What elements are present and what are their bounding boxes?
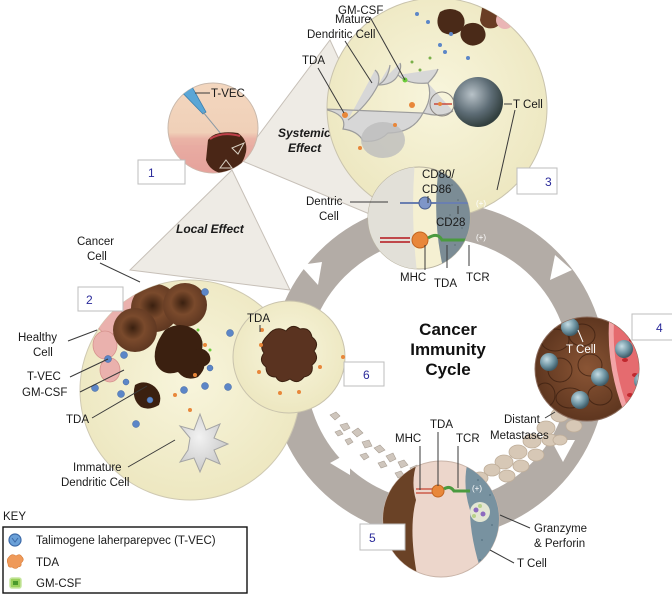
plus-signal-1: (+) xyxy=(476,199,486,208)
legend-item-tvec: Talimogene laherparepvec (T-VEC) xyxy=(8,533,216,547)
tda-fragment-icon xyxy=(6,554,24,569)
step-number-5: 5 xyxy=(369,531,376,545)
ring-arrow-top-left xyxy=(300,262,322,285)
label-tda-5: TDA xyxy=(430,419,453,431)
label-healthy: Healthy xyxy=(18,332,57,344)
tda-antigen-icon xyxy=(411,231,429,249)
cycle-title-line-3: Cycle xyxy=(425,360,470,379)
ring-arrow-top-right xyxy=(550,255,572,280)
label-mhc-3: MHC xyxy=(400,272,426,284)
granzyme-perforin-icon xyxy=(470,502,490,522)
label-metastases: Metastases xyxy=(490,430,549,442)
legend-label-gmcsf: GM-CSF xyxy=(36,578,81,590)
step-3-systemic-circle: 3 xyxy=(326,0,558,219)
step-number-4: 4 xyxy=(656,321,663,335)
step-5-killing-circle: (+) 5 xyxy=(359,460,500,578)
tda-antigen-icon xyxy=(431,484,445,498)
cycle-title-line-2: Immunity xyxy=(410,340,486,359)
label-gmcsf-top: GM-CSF xyxy=(338,5,383,17)
step-number-3: 3 xyxy=(545,175,552,189)
step-6-tumour-circle: TDA 6 xyxy=(232,300,385,414)
legend-item-tda: TDA xyxy=(6,554,59,569)
label-mhc-5: MHC xyxy=(395,433,421,445)
label-distant: Distant xyxy=(504,414,541,426)
ring-arrow-bottom-left xyxy=(330,452,350,475)
label-cd28: CD28 xyxy=(436,217,465,229)
label-tcell-4: T Cell xyxy=(566,344,596,356)
legend-label-tvec: Talimogene laherparepvec (T-VEC) xyxy=(36,535,216,547)
label-cd86: CD86 xyxy=(422,184,451,196)
ring-arrow-right xyxy=(551,440,575,462)
legend-item-gmcsf: GM-CSF xyxy=(9,577,81,590)
label-tcr-5: TCR xyxy=(456,433,480,445)
label-immature-dendritic-cell: Dendritic Cell xyxy=(61,477,129,489)
dead-tumour-icon xyxy=(260,325,318,383)
legend: KEY Talimogene laherparepvec (T-VEC) TDA… xyxy=(2,511,248,594)
plus-signal-5: (+) xyxy=(472,484,482,493)
label-tda-3: TDA xyxy=(434,278,457,290)
tda-particles xyxy=(342,102,442,150)
plus-signal-2: (+) xyxy=(476,233,486,242)
label-tcell-top: T Cell xyxy=(513,99,543,111)
label-granzyme: Granzyme xyxy=(534,523,587,535)
label-tcell-5: T Cell xyxy=(517,558,547,570)
label-dendritic-cell: Dendritic Cell xyxy=(307,29,375,41)
label-tda-top: TDA xyxy=(302,55,325,67)
step-number-6: 6 xyxy=(363,368,370,382)
label-cd80: CD80/ xyxy=(422,169,455,181)
label-dentric-cell: Cell xyxy=(319,211,339,223)
step-4-metastases-circle: T Cell 4 xyxy=(534,313,672,422)
label-cancer-cell: Cell xyxy=(87,251,107,263)
label-immature: Immature xyxy=(73,462,122,474)
label-cancer: Cancer xyxy=(77,236,114,248)
mature-dendritic-cell-icon xyxy=(327,62,454,142)
step-number-1: 1 xyxy=(148,166,155,180)
label-tvec-injection: T-VEC xyxy=(211,88,245,100)
lysing-tumour-icon xyxy=(133,325,211,409)
label-gmcsf-2: GM-CSF xyxy=(22,387,67,399)
label-tda-6: TDA xyxy=(247,313,270,325)
label-dentric: Dentric xyxy=(306,196,343,208)
step-number-2: 2 xyxy=(86,293,93,307)
label-mature: Mature xyxy=(335,14,371,26)
t-cell-icon xyxy=(453,77,503,127)
label-perforin: & Perforin xyxy=(534,538,585,550)
step-1-injection: T-VEC 1 xyxy=(137,82,259,185)
t-cell-icon xyxy=(561,318,579,336)
virus-particle-icon xyxy=(8,533,22,547)
cycle-title-line-1: Cancer xyxy=(419,320,477,339)
local-effect-label: Local Effect xyxy=(176,222,245,236)
immature-dendritic-cell-icon xyxy=(178,412,230,474)
label-tcr-3: TCR xyxy=(466,272,490,284)
systemic-effect-label-2: Effect xyxy=(288,141,322,155)
legend-label-tda: TDA xyxy=(36,557,59,569)
tumour-icon xyxy=(206,132,247,173)
label-healthy-cell: Cell xyxy=(33,347,53,359)
label-tda-2: TDA xyxy=(66,414,89,426)
systemic-effect-label-1: Systemic xyxy=(278,126,331,140)
legend-title: KEY xyxy=(3,511,26,523)
label-tvec-2: T-VEC xyxy=(27,371,61,383)
